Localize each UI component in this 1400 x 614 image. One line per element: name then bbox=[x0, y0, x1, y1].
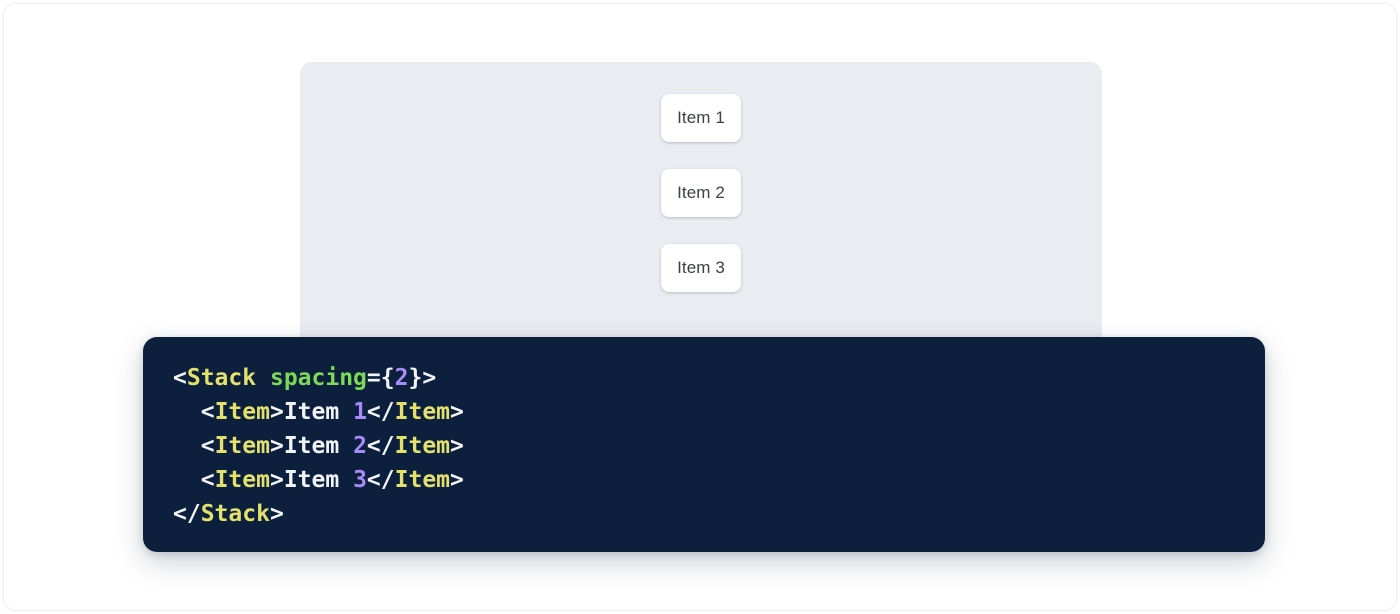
code-token-attr: spacing bbox=[269, 365, 367, 391]
code-token-punct: > bbox=[450, 433, 464, 459]
code-token-num: 3 bbox=[353, 467, 367, 493]
code-token-text: Item bbox=[283, 467, 354, 493]
code-token-num: 1 bbox=[353, 399, 367, 425]
code-token-punct: </ bbox=[366, 467, 395, 493]
code-indent bbox=[173, 467, 201, 493]
code-token-punct: < bbox=[200, 399, 215, 425]
code-token-punct: < bbox=[173, 365, 187, 391]
stack-item[interactable]: Item 3 bbox=[661, 244, 741, 292]
code-token-tag: Item bbox=[394, 433, 451, 459]
stack-item-label: Item 1 bbox=[677, 108, 725, 127]
stack-item[interactable]: Item 1 bbox=[661, 94, 741, 142]
code-indent bbox=[173, 433, 201, 459]
code-token-punct: ={ bbox=[366, 365, 395, 391]
code-token-punct: </ bbox=[173, 501, 201, 527]
code-line: </Stack> bbox=[173, 497, 1265, 531]
code-token-text: Item bbox=[283, 399, 354, 425]
code-token-num: 2 bbox=[353, 433, 367, 459]
code-token-tag: Stack bbox=[186, 365, 257, 391]
code-token-punct: > bbox=[450, 467, 464, 493]
code-token-punct: > bbox=[269, 501, 284, 527]
code-token-tag: Item bbox=[394, 467, 451, 493]
code-line: <Item>Item 3</Item> bbox=[173, 463, 1265, 497]
code-token-tag: Item bbox=[214, 467, 270, 493]
code-token-punct: > bbox=[450, 399, 464, 425]
code-token-punct: }> bbox=[408, 365, 437, 391]
stack-item[interactable]: Item 2 bbox=[661, 169, 741, 217]
code-token-tag: Stack bbox=[200, 501, 270, 527]
code-token-punct: < bbox=[200, 433, 215, 459]
code-token-text bbox=[256, 365, 270, 391]
code-snippet-text: <Stack spacing={2}> <Item>Item 1</Item> … bbox=[143, 337, 1265, 531]
code-indent bbox=[173, 399, 201, 425]
component-preview-panel: Item 1 Item 2 Item 3 bbox=[300, 62, 1102, 362]
stack-item-label: Item 3 bbox=[677, 258, 725, 277]
code-token-tag: Item bbox=[214, 433, 270, 459]
code-token-punct: > bbox=[269, 399, 284, 425]
code-token-punct: > bbox=[269, 467, 284, 493]
code-token-tag: Item bbox=[394, 399, 451, 425]
code-token-punct: </ bbox=[366, 433, 395, 459]
code-root: <Stack spacing={2}> <Item>Item 1</Item> … bbox=[173, 361, 1265, 531]
code-line: <Item>Item 1</Item> bbox=[173, 395, 1265, 429]
code-token-num: 2 bbox=[394, 365, 409, 391]
code-token-text: Item bbox=[283, 433, 354, 459]
code-token-tag: Item bbox=[214, 399, 270, 425]
code-line: <Item>Item 2</Item> bbox=[173, 429, 1265, 463]
code-snippet-block[interactable]: <Stack spacing={2}> <Item>Item 1</Item> … bbox=[143, 337, 1265, 552]
code-token-punct: > bbox=[269, 433, 284, 459]
stack-item-label: Item 2 bbox=[677, 183, 725, 202]
page-frame: Item 1 Item 2 Item 3 <Stack spacing={2}>… bbox=[4, 4, 1396, 610]
code-token-punct: < bbox=[200, 467, 215, 493]
stack-container: Item 1 Item 2 Item 3 bbox=[300, 62, 1102, 292]
code-token-punct: </ bbox=[366, 399, 395, 425]
code-line: <Stack spacing={2}> bbox=[173, 361, 1265, 395]
